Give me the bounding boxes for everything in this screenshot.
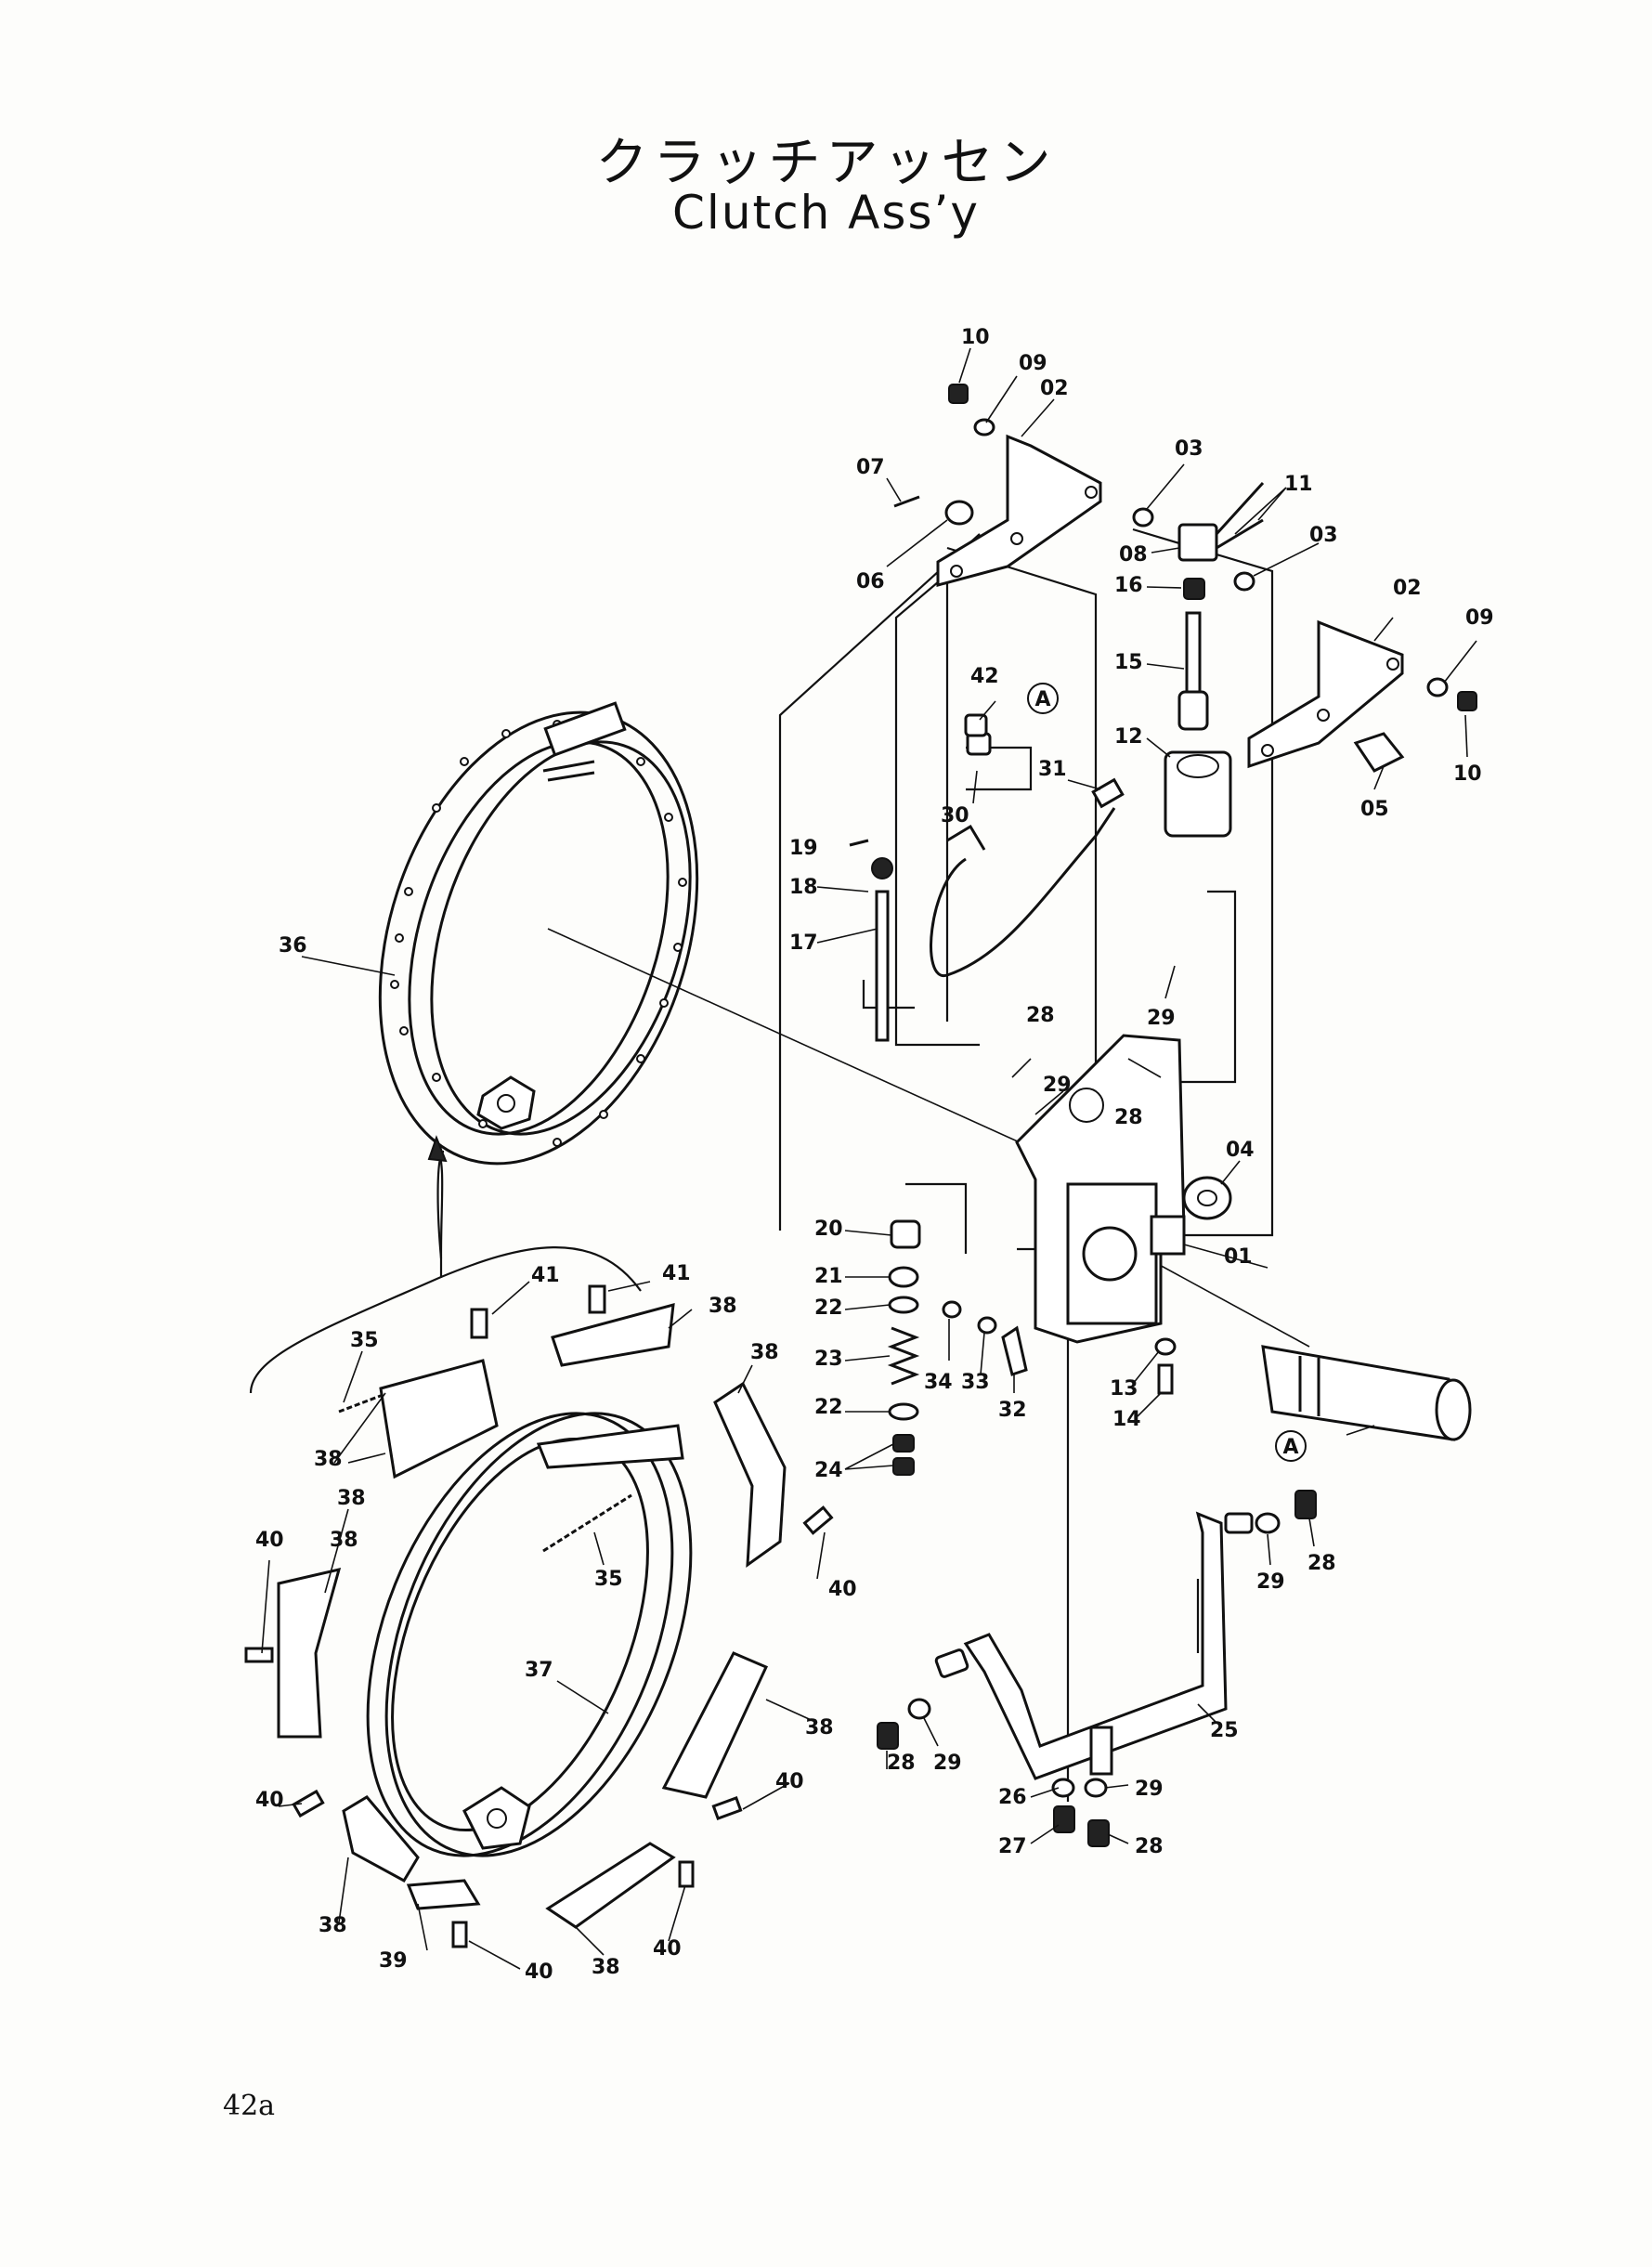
part-labels: 01 02 02 03 03 04 05 06 07 08 09 09 10 1… bbox=[255, 326, 1494, 1984]
part-label: 30 bbox=[941, 804, 969, 827]
part-label: 28 bbox=[1307, 1552, 1336, 1575]
part-label: 03 bbox=[1309, 524, 1338, 547]
fitting bbox=[964, 713, 988, 737]
part-label: 02 bbox=[1393, 577, 1422, 600]
part-label: 20 bbox=[814, 1218, 843, 1241]
part-label: 34 bbox=[924, 1371, 953, 1394]
part-label: 38 bbox=[709, 1295, 737, 1318]
part-label: 33 bbox=[961, 1371, 990, 1394]
svg-text:A: A bbox=[1282, 1436, 1298, 1459]
page-number: 42a bbox=[223, 2090, 276, 2122]
title-japanese: クラッチアッセン bbox=[595, 133, 1057, 193]
part-label: 38 bbox=[592, 1956, 620, 1979]
part-label: 09 bbox=[1019, 352, 1047, 375]
part-label: 32 bbox=[998, 1399, 1027, 1422]
part-label: 25 bbox=[1210, 1719, 1239, 1742]
part-label: 38 bbox=[805, 1716, 834, 1739]
part-label: 36 bbox=[279, 934, 307, 958]
part-label: 29 bbox=[933, 1752, 962, 1775]
part-label: 38 bbox=[314, 1448, 343, 1471]
part-label: 40 bbox=[653, 1937, 682, 1961]
shaft bbox=[1261, 1345, 1472, 1441]
part-label: 16 bbox=[1114, 574, 1143, 597]
part-label: 40 bbox=[255, 1789, 284, 1812]
part-label: 37 bbox=[525, 1659, 553, 1682]
part-label: 35 bbox=[350, 1329, 379, 1352]
part-label: 29 bbox=[1043, 1074, 1072, 1097]
part-label: 41 bbox=[662, 1262, 691, 1285]
part-label: 18 bbox=[789, 876, 818, 899]
reference-marker-2: A bbox=[1275, 1430, 1307, 1462]
exploded-band bbox=[244, 1284, 834, 1948]
part-label: 23 bbox=[814, 1348, 843, 1371]
part-label: 27 bbox=[998, 1835, 1027, 1858]
part-label: 41 bbox=[531, 1264, 560, 1287]
part-label: 19 bbox=[789, 837, 818, 860]
svg-text:A: A bbox=[1034, 688, 1050, 711]
part-label: 12 bbox=[1114, 725, 1143, 749]
part-label: 05 bbox=[1360, 798, 1389, 821]
part-label: 06 bbox=[856, 570, 885, 593]
part-label: 38 bbox=[319, 1914, 347, 1937]
title-english: Clutch Ass’y bbox=[672, 186, 980, 240]
stud-and-nut bbox=[849, 839, 893, 1042]
part-label: 29 bbox=[1147, 1007, 1176, 1030]
part-label: 10 bbox=[1453, 762, 1482, 786]
upper-brackets bbox=[936, 434, 1404, 769]
lever bbox=[877, 1490, 1317, 1847]
part-label: 38 bbox=[337, 1487, 366, 1510]
part-label: 02 bbox=[1040, 377, 1069, 400]
part-label: 01 bbox=[1224, 1245, 1253, 1269]
clutch-band-assembly bbox=[378, 701, 699, 1166]
part-label: 03 bbox=[1175, 437, 1203, 461]
part-label: 13 bbox=[1110, 1377, 1138, 1401]
part-label: 08 bbox=[1119, 543, 1148, 567]
small-fasteners bbox=[942, 1300, 1177, 1395]
part-label: 38 bbox=[750, 1341, 779, 1364]
part-label: 28 bbox=[1114, 1106, 1143, 1129]
part-label: 28 bbox=[887, 1752, 916, 1775]
leader-lines bbox=[261, 347, 1477, 1970]
part-label: 07 bbox=[856, 456, 885, 479]
arrow-head bbox=[427, 1135, 448, 1163]
part-label: 10 bbox=[961, 326, 990, 349]
explode-bracket bbox=[249, 1146, 444, 1394]
part-label: 42 bbox=[970, 665, 999, 688]
part-label: 39 bbox=[379, 1949, 408, 1973]
band-rivet-holes bbox=[390, 720, 687, 1147]
part-label: 35 bbox=[594, 1568, 623, 1591]
part-label: 28 bbox=[1026, 1004, 1055, 1027]
part-label: 24 bbox=[814, 1459, 843, 1482]
clutch-housing bbox=[1015, 1034, 1186, 1344]
part-label: 31 bbox=[1038, 758, 1067, 781]
part-label: 26 bbox=[998, 1786, 1027, 1809]
part-label: 22 bbox=[814, 1296, 843, 1320]
hydraulic-parts bbox=[930, 611, 1232, 977]
part-label: 22 bbox=[814, 1396, 843, 1419]
part-label: 40 bbox=[525, 1961, 553, 1984]
part-label: 14 bbox=[1112, 1408, 1141, 1431]
part-label: 29 bbox=[1135, 1778, 1164, 1801]
part-label: 09 bbox=[1465, 606, 1494, 630]
spring-stack bbox=[887, 1219, 921, 1476]
part-label: 40 bbox=[255, 1529, 284, 1552]
part-label: 15 bbox=[1114, 651, 1143, 674]
part-label: 21 bbox=[814, 1265, 843, 1288]
part-label: 04 bbox=[1226, 1139, 1255, 1162]
part-label: 28 bbox=[1135, 1835, 1164, 1858]
part-label: 38 bbox=[330, 1529, 358, 1552]
upper-hardware bbox=[893, 384, 1477, 773]
part-label: 17 bbox=[789, 932, 818, 955]
part-label: 11 bbox=[1284, 473, 1313, 496]
reference-marker-1: A bbox=[1027, 683, 1059, 714]
part-label: 29 bbox=[1256, 1570, 1285, 1594]
part-label: 40 bbox=[775, 1770, 804, 1793]
part-label: 40 bbox=[828, 1578, 857, 1601]
